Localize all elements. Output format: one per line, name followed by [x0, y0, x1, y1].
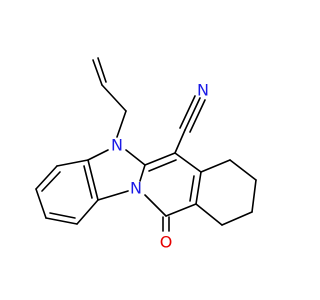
molecule-structure-diagram: N N N O	[35, 57, 257, 252]
bond-cyc-2	[229, 159, 257, 181]
bond-imid-4	[97, 190, 129, 201]
bond-imid-2	[125, 149, 146, 166]
bond-benz-6	[87, 159, 99, 201]
bond-lines	[35, 57, 257, 232]
bond-allyl-single	[101, 84, 127, 112]
bond-pyr-2	[174, 152, 202, 173]
bond-nitrile-stem	[174, 129, 186, 154]
bond-benz-inner-b	[49, 212, 76, 219]
bond-pyr-1-inner	[148, 159, 177, 172]
bond-allyl-double-b	[97, 57, 107, 83]
atom-label-n-bridge: N	[130, 179, 142, 198]
bond-cyc-3	[251, 179, 257, 213]
bond-imid-1	[87, 149, 109, 161]
bond-pyr-5	[144, 194, 167, 217]
bond-nitrile-triple-c	[189, 99, 206, 133]
bond-allyl-double-a	[92, 59, 103, 86]
bond-pyr-1	[144, 152, 176, 166]
bond-nitrile-triple-b	[179, 95, 196, 129]
bond-pyr-4	[165, 203, 197, 217]
atom-label-n-nitrile: N	[197, 81, 209, 100]
bond-benz-inner-c	[83, 165, 93, 199]
bond-benz-5	[76, 199, 99, 225]
bond-pyr-3	[195, 171, 202, 205]
bond-benz-1	[56, 159, 89, 167]
bond-cyc-4	[221, 211, 253, 226]
bond-nitrile-triple-a	[184, 97, 201, 131]
bond-cyc-5	[195, 203, 223, 226]
bond-imid-3	[139, 164, 146, 182]
bond-benz-2	[35, 165, 58, 190]
bond-benz-4	[45, 217, 78, 225]
bond-benz-inner-a	[41, 171, 61, 192]
bond-cyc-1	[200, 159, 231, 173]
bond-pyr-3-inner	[189, 175, 195, 202]
bond-allyl-to-n	[116, 110, 127, 138]
bond-benz-3	[35, 188, 47, 219]
atom-labels: N N N O	[111, 81, 209, 252]
atom-label-o-carbonyl: O	[160, 233, 173, 252]
atom-label-n-pyrrole: N	[111, 136, 123, 155]
